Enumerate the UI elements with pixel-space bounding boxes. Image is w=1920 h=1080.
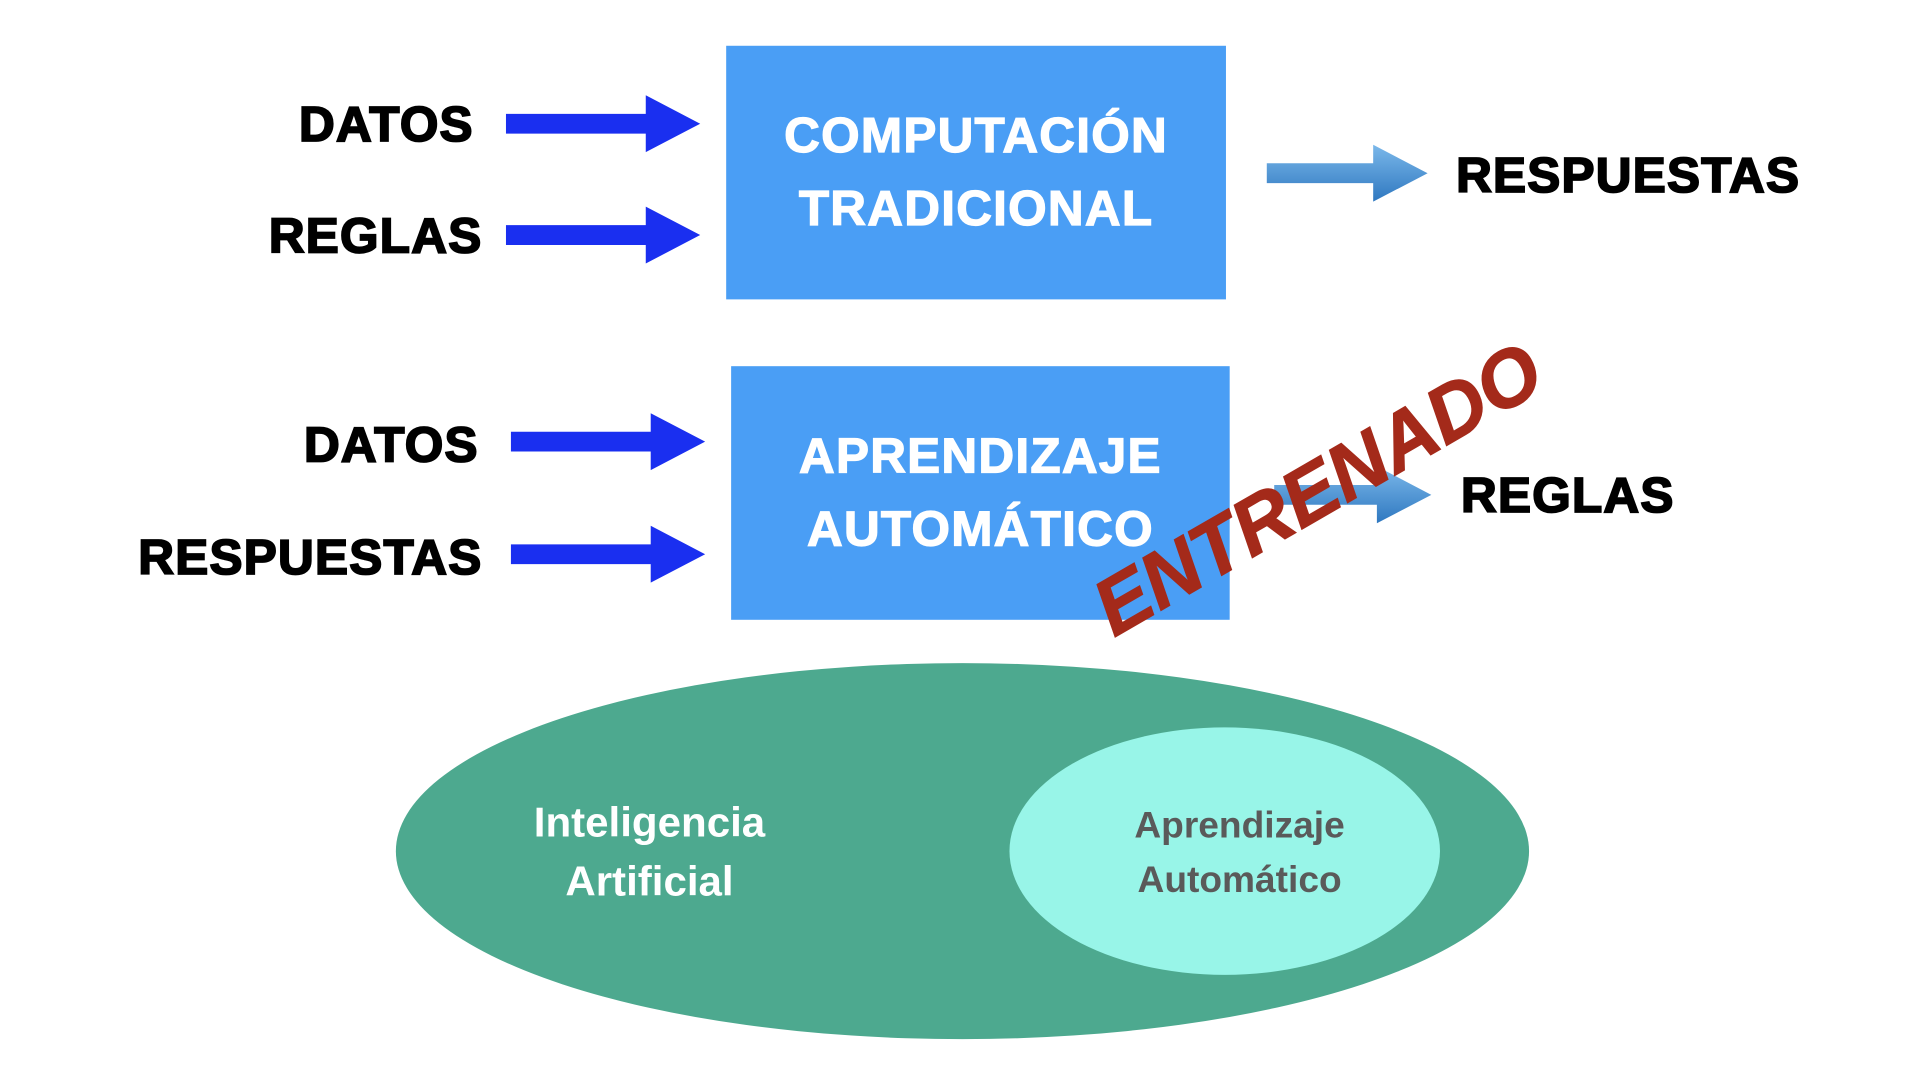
output-label-reglas: REGLAS <box>1460 468 1675 524</box>
input-label-datos: DATOS <box>303 418 479 473</box>
ai-label: Inteligencia Artificial <box>464 793 835 912</box>
box-line: AUTOMÁTICO <box>806 501 1154 557</box>
input-arrow-icon <box>510 413 706 471</box>
input-label-datos: DATOS <box>298 97 474 153</box>
input-label-reglas: REGLAS <box>268 209 483 264</box>
input-arrow-icon <box>505 95 701 153</box>
box-line: APRENDIZAJE <box>798 428 1162 484</box>
ai-label-line: Inteligencia <box>533 799 766 847</box>
input-arrow-icon <box>505 206 701 264</box>
ml-label-line: Aprendizaje <box>1134 805 1345 847</box>
ml-label: Aprendizaje Automático <box>1054 799 1425 908</box>
ai-label-line: Artificial <box>565 858 734 906</box>
input-arrow-icon <box>510 525 706 583</box>
output-arrow-icon <box>1274 466 1432 524</box>
input-label-respuestas: RESPUESTAS <box>137 530 483 586</box>
box-line: TRADICIONAL <box>798 181 1154 237</box>
output-label-respuestas: RESPUESTAS <box>1455 148 1801 203</box>
machine-learning-box: APRENDIZAJE AUTOMÁTICO <box>731 366 1230 620</box>
ml-label-line: Automático <box>1137 859 1342 901</box>
output-arrow-icon <box>1266 144 1428 202</box>
box-line: COMPUTACIÓN <box>784 108 1168 164</box>
traditional-computing-box: COMPUTACIÓN TRADICIONAL <box>726 45 1226 300</box>
ml-ellipse <box>1009 727 1440 975</box>
